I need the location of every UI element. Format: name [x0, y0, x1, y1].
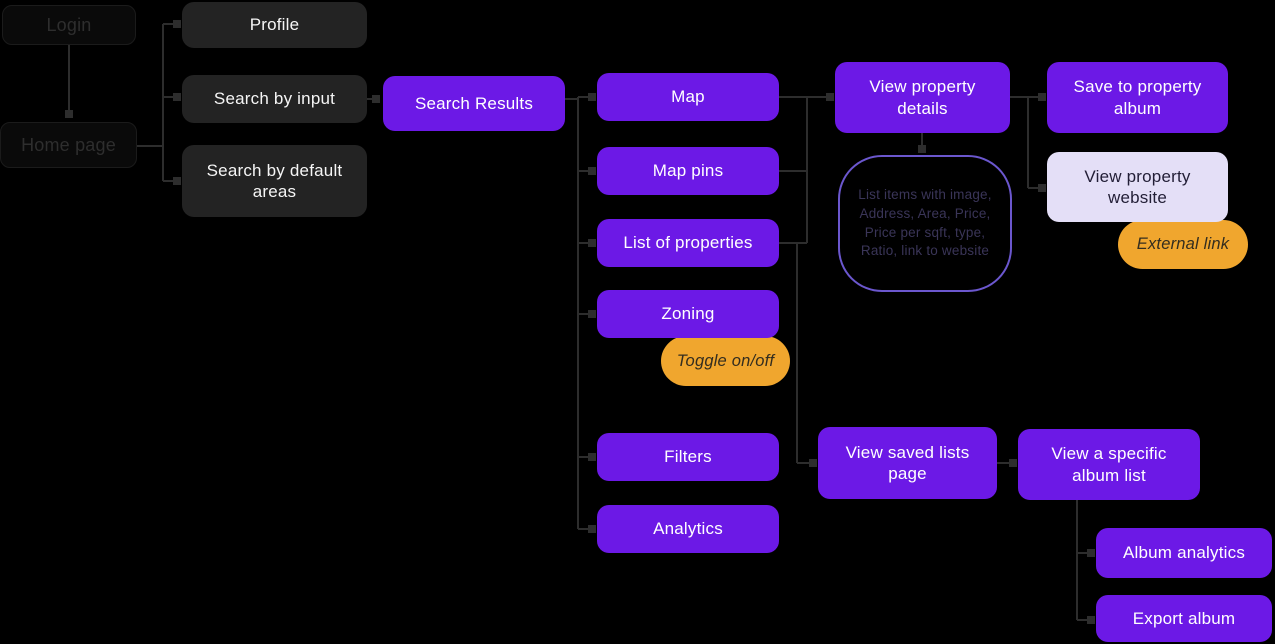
- node-home-page-label: Home page: [21, 134, 116, 155]
- node-view-specific-album-list-label: View a specific album list: [1051, 444, 1167, 485]
- node-search-by-input-label: Search by input: [213, 89, 336, 109]
- node-profile-label: Profile: [249, 15, 300, 35]
- node-search-results-label: Search Results: [414, 93, 534, 113]
- node-home-page[interactable]: Home page: [0, 122, 137, 168]
- node-export-album[interactable]: Export album: [1096, 595, 1272, 642]
- node-filters-label: Filters: [664, 447, 712, 467]
- node-search-results[interactable]: Search Results: [383, 76, 565, 131]
- node-analytics-label: Analytics: [653, 519, 723, 539]
- node-view-saved-lists-page[interactable]: View saved lists page: [818, 427, 997, 499]
- node-view-property-website[interactable]: View property website: [1047, 152, 1228, 222]
- node-filters[interactable]: Filters: [597, 433, 779, 481]
- node-zoning[interactable]: Zoning: [597, 290, 779, 338]
- node-search-by-default-areas-label: Search by default areas: [206, 160, 343, 201]
- node-view-property-details[interactable]: View property details: [835, 62, 1010, 133]
- badge-toggle-on-off[interactable]: Toggle on/off: [661, 336, 790, 386]
- node-view-property-website-label: View property website: [1084, 166, 1191, 207]
- node-map-pins[interactable]: Map pins: [597, 147, 779, 195]
- node-map-pins-label: Map pins: [652, 161, 724, 181]
- node-zoning-label: Zoning: [661, 304, 715, 324]
- badge-external-link-label: External link: [1136, 235, 1230, 254]
- node-search-by-input[interactable]: Search by input: [182, 75, 367, 123]
- node-view-specific-album-list[interactable]: View a specific album list: [1018, 429, 1200, 500]
- node-view-saved-lists-page-label: View saved lists page: [845, 442, 970, 483]
- node-analytics[interactable]: Analytics: [597, 505, 779, 553]
- node-save-to-property-album[interactable]: Save to property album: [1047, 62, 1228, 133]
- node-album-analytics-label: Album analytics: [1122, 543, 1246, 563]
- node-list-of-properties[interactable]: List of properties: [597, 219, 779, 267]
- node-export-album-label: Export album: [1132, 608, 1236, 628]
- node-profile[interactable]: Profile: [182, 2, 367, 48]
- node-login[interactable]: Login: [2, 5, 136, 45]
- node-view-property-details-label: View property details: [869, 77, 976, 118]
- badge-external-link[interactable]: External link: [1118, 220, 1248, 269]
- badge-toggle-on-off-label: Toggle on/off: [676, 351, 775, 370]
- node-login-label: Login: [46, 14, 92, 35]
- node-map-label: Map: [671, 87, 705, 107]
- note-list-items-text: List items with image, Address, Area, Pr…: [858, 186, 992, 259]
- node-list-of-properties-label: List of properties: [623, 233, 753, 253]
- node-album-analytics[interactable]: Album analytics: [1096, 528, 1272, 578]
- node-map[interactable]: Map: [597, 73, 779, 121]
- node-save-to-property-album-label: Save to property album: [1073, 77, 1202, 118]
- note-list-items[interactable]: List items with image, Address, Area, Pr…: [838, 155, 1012, 292]
- node-search-by-default-areas[interactable]: Search by default areas: [182, 145, 367, 217]
